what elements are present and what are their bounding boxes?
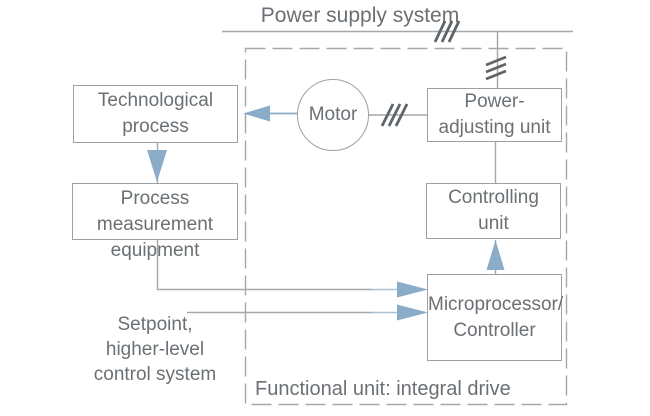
node-label-line: Controller (453, 319, 536, 341)
node-power-adjusting-unit: Power- adjusting unit (427, 88, 562, 142)
power-supply-system-label: Power supply system (260, 4, 460, 27)
node-microprocessor-controller: Microprocessor/ Controller (427, 274, 564, 361)
arrowhead-motor-to-process-icon (243, 105, 270, 122)
node-label-line: measurement (96, 214, 214, 235)
arrowhead-process-to-measurement-icon (147, 150, 167, 182)
node-label-line: Process (120, 188, 190, 209)
setpoint-label-line: higher-level (105, 339, 205, 360)
setpoint-label: Setpoint, higher-level control system (60, 312, 250, 387)
node-technological-process: Technological process (73, 85, 238, 143)
three-phase-hatch-icon (485, 55, 507, 81)
setpoint-label-line: control system (93, 364, 217, 385)
node-label-line: Microprocessor/ (428, 293, 564, 315)
node-label-line: Power- (464, 91, 525, 112)
node-controlling-unit: Controlling unit (426, 183, 561, 239)
node-label-line: Controlling (448, 187, 539, 208)
functional-unit-label: Functional unit: integral drive (255, 378, 511, 400)
node-label-line: process (122, 116, 189, 137)
node-label-line: Technological (97, 90, 214, 111)
node-motor: Motor (297, 79, 369, 151)
node-label-line: Motor (308, 104, 358, 125)
node-label-line: adjusting unit (438, 117, 551, 138)
node-label-line: unit (478, 213, 509, 234)
arrowhead-setpoint-to-microprocessor-icon (397, 304, 428, 321)
arrowhead-microprocessor-to-controlling-icon (486, 240, 505, 270)
setpoint-label-line: Setpoint, (117, 314, 193, 335)
three-phase-hatch-icon (380, 103, 409, 127)
node-process-measurement-equipment: Process measurement equipment (72, 183, 238, 261)
node-label-line: equipment (110, 240, 200, 261)
arrowhead-measurement-to-microprocessor-icon (397, 281, 428, 298)
